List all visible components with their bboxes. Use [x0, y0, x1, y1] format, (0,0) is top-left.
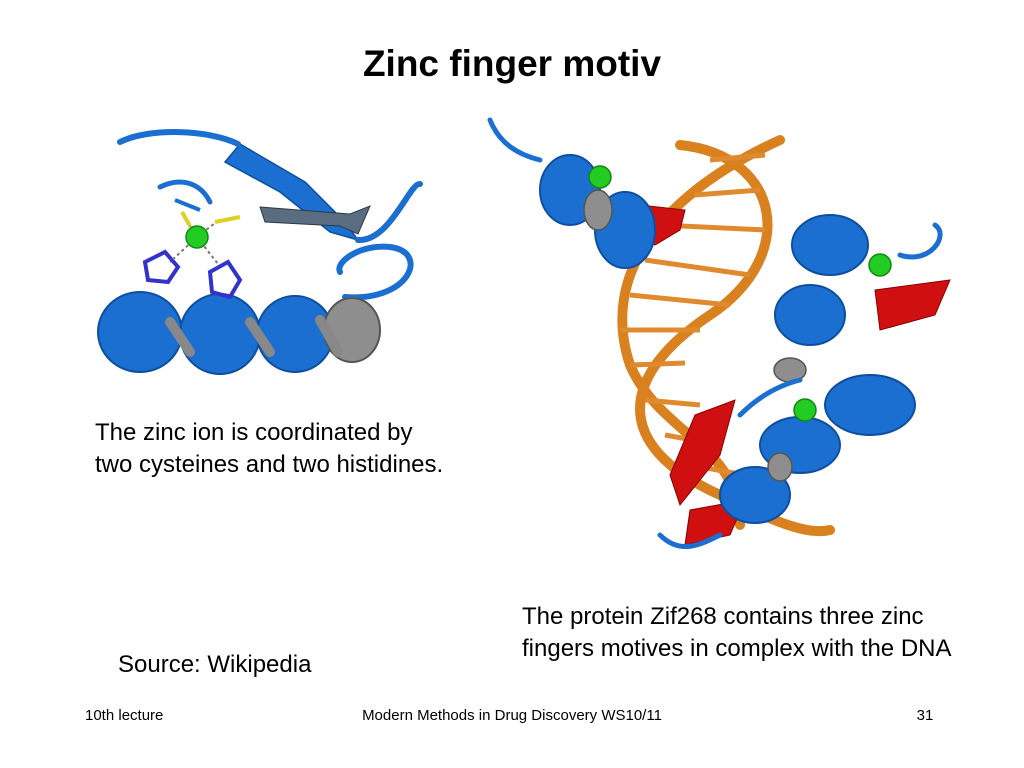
dna-backbone [617, 135, 785, 530]
footer-page-number: 31 [916, 707, 934, 724]
backbone-loop [336, 243, 414, 301]
zinc-ion [793, 398, 817, 422]
footer-lecture: 10th lecture [85, 707, 164, 724]
zinc-finger-structure-image [97, 129, 423, 375]
zinc-ion [185, 225, 209, 249]
source-credit: Source: Wikipedia [118, 651, 312, 678]
protein-loops [487, 117, 943, 550]
backbone-loop [157, 179, 213, 205]
backbone-loop [117, 129, 241, 147]
cysteine-side-chain [174, 198, 241, 227]
right-figure-caption: The protein Zif268 contains three zinc f… [522, 603, 952, 662]
left-figure-caption: The zinc ion is coordinated by two cyste… [95, 419, 444, 478]
histidine-side-chain [142, 249, 243, 300]
zinc-ion [868, 253, 892, 277]
beta-strand [259, 205, 371, 235]
backbone-loop [355, 181, 423, 244]
slide-title: Zinc finger motiv [362, 43, 662, 84]
zinc-ion [588, 165, 612, 189]
protein-helix-shadow [583, 189, 807, 482]
alpha-helix [97, 291, 381, 375]
zif268-dna-complex-image [487, 117, 951, 550]
footer-course-title: Modern Methods in Drug Discovery WS10/11 [362, 707, 662, 724]
